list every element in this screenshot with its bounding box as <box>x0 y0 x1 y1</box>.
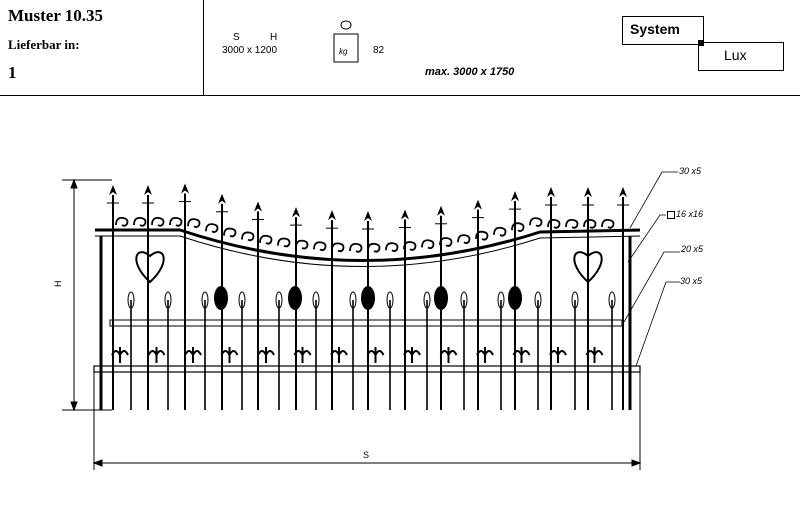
availability-label: Lieferbar in: <box>8 37 80 52</box>
fence-pickets <box>107 183 629 410</box>
annotation-middle-rail: 20 x5 <box>681 244 704 254</box>
fence-ornaments <box>111 216 615 363</box>
middle-rail <box>109 319 623 327</box>
weight-icon <box>333 20 359 63</box>
dimension-s-label: S <box>363 450 370 460</box>
lux-box <box>698 42 784 71</box>
width-label: S <box>233 32 240 43</box>
weight-value: 82 <box>373 45 385 56</box>
annotation-post: 16 x16 <box>676 209 704 219</box>
top-rail <box>95 228 641 262</box>
header <box>0 0 800 96</box>
width-dimension <box>92 372 642 470</box>
square-profile-icon <box>667 211 675 219</box>
model-title: Muster 10.35 <box>8 6 104 25</box>
system-box <box>622 16 704 45</box>
weight-unit: kg <box>339 47 348 56</box>
lux-label: Lux <box>724 47 747 63</box>
annotation-top-rail: 30 x5 <box>679 166 702 176</box>
height-dimension <box>62 178 112 412</box>
dimension-h-label: H <box>53 280 63 288</box>
header-divider <box>203 0 204 95</box>
max-size: max. 3000 x 1750 <box>425 66 515 78</box>
dimensions-value: 3000 x 1200 <box>222 45 278 56</box>
availability-value: 1 <box>8 63 17 82</box>
height-label: H <box>270 32 278 43</box>
annotation-bottom-rail: 30 x5 <box>680 276 703 286</box>
fence-drawing <box>62 171 680 470</box>
system-label: System <box>630 21 680 37</box>
connector-dot <box>698 40 704 46</box>
